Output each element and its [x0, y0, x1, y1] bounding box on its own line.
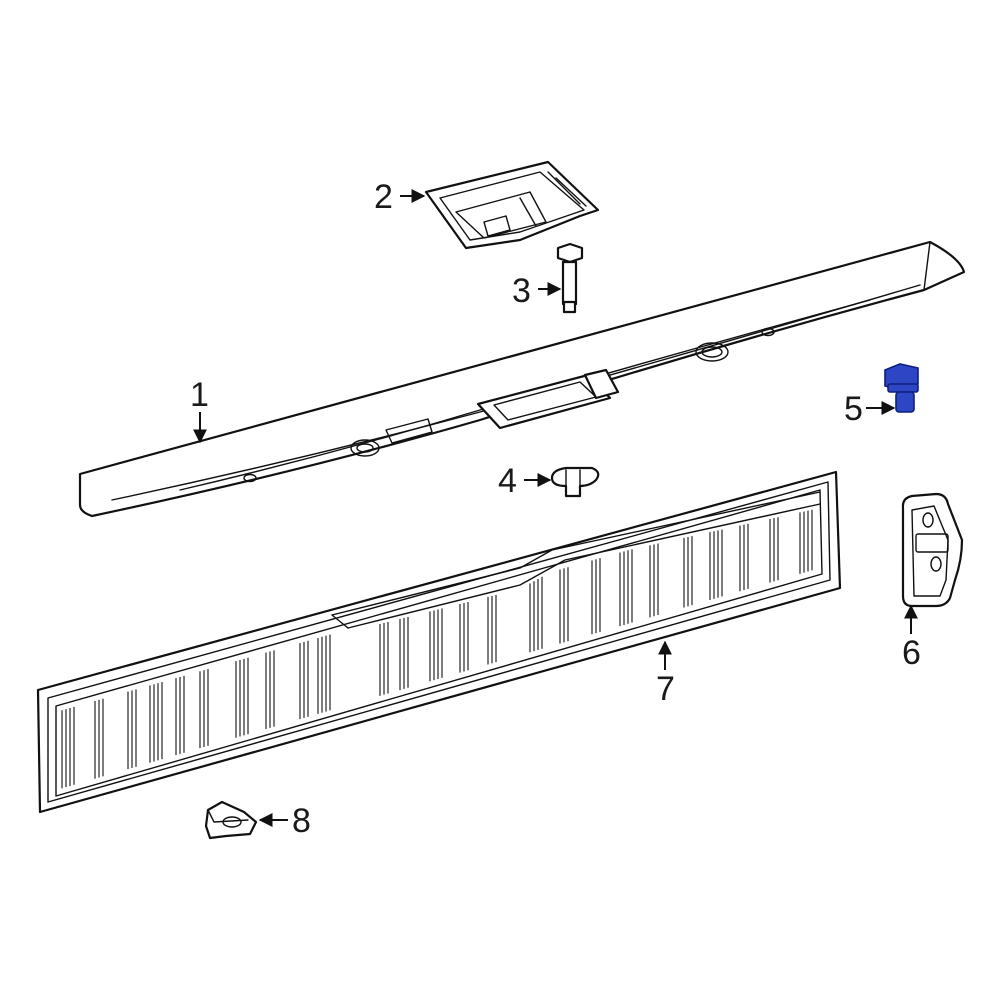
part-7-scuff-plate[interactable] — [36, 470, 842, 814]
part-5-bolt-highlighted[interactable] — [884, 363, 919, 413]
callout-4[interactable]: 4 — [498, 462, 517, 500]
part-2-bracket-housing[interactable] — [424, 160, 600, 250]
scuff-plate-ribs — [61, 509, 813, 789]
callout-6[interactable]: 6 — [902, 634, 921, 672]
part-8-clip-nut[interactable] — [204, 800, 258, 840]
callout-5[interactable]: 5 — [844, 390, 863, 428]
callout-1[interactable]: 1 — [190, 376, 209, 414]
part-6-bracket[interactable] — [901, 492, 964, 608]
part-3-bolt[interactable] — [556, 242, 584, 314]
callout-3[interactable]: 3 — [512, 272, 531, 310]
part-1-trim-molding[interactable] — [78, 240, 966, 518]
part-4-clip[interactable] — [550, 466, 600, 498]
callout-2[interactable]: 2 — [374, 178, 393, 216]
callout-8[interactable]: 8 — [292, 802, 311, 840]
callout-7[interactable]: 7 — [656, 670, 675, 708]
